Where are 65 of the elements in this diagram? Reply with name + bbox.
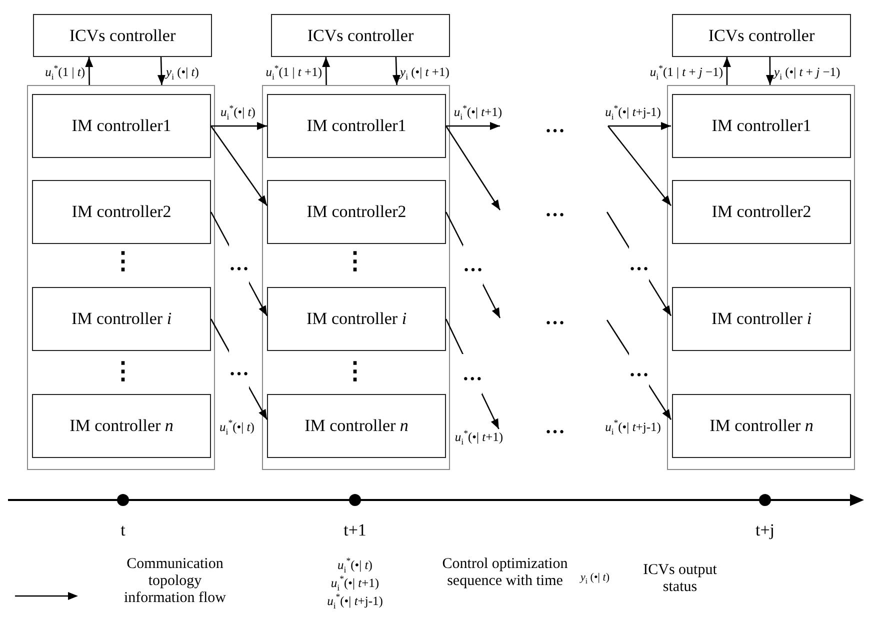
- controller-box: IM controller n: [672, 394, 851, 458]
- formula-label: u$_{i}$$^{*}$(•| t): [338, 558, 372, 572]
- arrow: [210, 126, 268, 206]
- controller-box: ICVs controller: [672, 14, 851, 57]
- edge-label: …: [629, 244, 649, 284]
- controller-box: IM controller n: [267, 394, 446, 458]
- controller-box: IM controller i: [267, 287, 446, 351]
- controller-box: IM controller i: [672, 287, 851, 351]
- ellipsis: …: [545, 417, 565, 437]
- vertical-ellipsis: ⋮: [343, 360, 367, 384]
- arrow: [446, 122, 500, 130]
- arrow: [85, 57, 94, 85]
- edge-label: …: [462, 354, 482, 394]
- ellipsis: …: [545, 200, 565, 220]
- arrow: [157, 56, 166, 86]
- time-label: t+1: [344, 522, 366, 538]
- controller-group-frame: [667, 85, 855, 470]
- legend-text: ICVs output status: [642, 562, 718, 596]
- edge-label: …: [229, 349, 249, 390]
- arrow: [608, 126, 672, 206]
- controller-group-frame: [27, 85, 215, 470]
- edge-label: u$_{i}$$^{*}$(1 | t +1): [266, 66, 322, 78]
- edge-label: y$_{i}$ (•| t): [166, 66, 199, 78]
- controller-box: ICVs controller: [33, 14, 212, 57]
- arrow: [322, 57, 330, 85]
- controller-box: IM controller2: [672, 180, 851, 244]
- formula-label: u$_{i}$$^{*}$(•| t+j-1): [605, 420, 661, 434]
- edge-label: u$_{i}$$^{*}$(•| t+j-1): [605, 106, 661, 118]
- arrow: [766, 57, 774, 85]
- vertical-ellipsis: ⋮: [111, 250, 135, 274]
- edge-label: u$_{i}$$^{*}$(1 | t + j −1): [650, 66, 723, 78]
- time-label: t: [120, 522, 126, 538]
- edge-label: u$_{i}$$^{*}$(1 | t): [45, 66, 85, 78]
- controller-box: IM controller2: [32, 180, 211, 244]
- arrow: [211, 122, 267, 130]
- formula-label: u$_{i}$$^{*}$(•| t+1): [446, 429, 512, 446]
- vertical-ellipsis: ⋮: [111, 360, 135, 384]
- edge-label: y$_{i}$ (•| t + j −1): [774, 66, 840, 78]
- controller-box: IM controller2: [267, 180, 446, 244]
- legend-text: Communication topology information flow: [122, 556, 228, 607]
- controller-box: IM controller1: [32, 94, 211, 158]
- ellipsis: …: [545, 116, 565, 136]
- edge-label: u$_{i}$$^{*}$(•| t+1): [454, 106, 502, 118]
- edge-label: …: [463, 245, 483, 285]
- controller-box: ICVs controller: [271, 14, 450, 57]
- controller-group-frame: [262, 85, 450, 470]
- formula-label: u$_{i}$$^{*}$(•| t+1): [330, 576, 380, 590]
- edge-label: …: [229, 244, 249, 284]
- arrow: [445, 126, 501, 210]
- arrow: [608, 122, 671, 130]
- arrow: [722, 57, 731, 85]
- formula-label: u$_{i}$$^{*}$(•| t): [220, 420, 254, 434]
- vertical-ellipsis: ⋮: [343, 250, 367, 274]
- time-label: t+j: [755, 522, 775, 538]
- legend-text: Control optimization sequence with time: [441, 556, 569, 590]
- edge-label: u$_{i}$$^{*}$(•| t): [220, 106, 256, 118]
- ellipsis: …: [545, 308, 565, 328]
- formula-label: u$_{i}$$^{*}$(•| t+j-1): [327, 594, 383, 608]
- controller-box: IM controller n: [32, 394, 211, 458]
- controller-box: IM controller i: [32, 287, 211, 351]
- formula-label: y$_{i}$ (•| t): [580, 572, 610, 584]
- edge-label: y$_{i}$ (•| t +1): [400, 66, 450, 78]
- controller-box: IM controller1: [672, 94, 851, 158]
- controller-box: IM controller1: [267, 94, 446, 158]
- arrow: [392, 56, 400, 86]
